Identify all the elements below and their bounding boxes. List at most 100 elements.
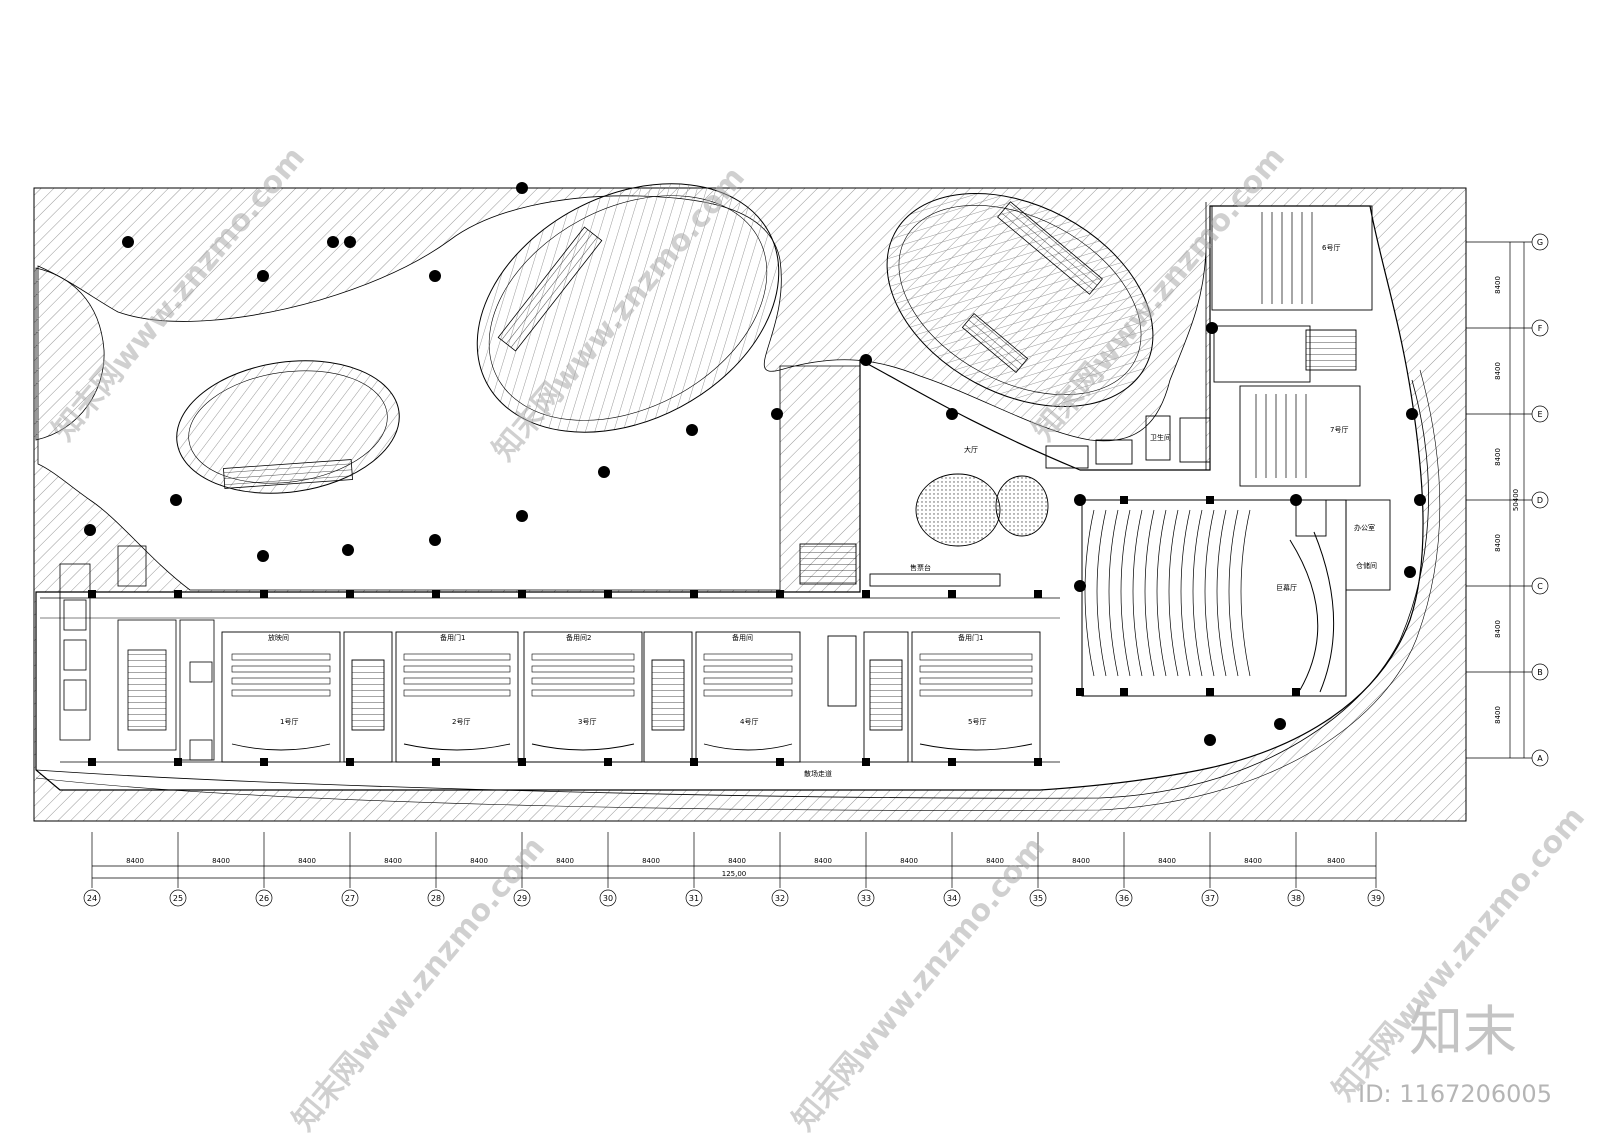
column-dot xyxy=(516,510,528,522)
grid-bubble xyxy=(771,889,789,907)
seat-row xyxy=(919,677,1033,685)
counter-label: 售票台 xyxy=(910,563,931,572)
seat-row xyxy=(231,653,331,661)
grid-label: 34 xyxy=(947,894,957,903)
column-dot xyxy=(1074,580,1086,592)
seat-row xyxy=(919,689,1033,697)
grid-label: 29 xyxy=(517,894,527,903)
square-column xyxy=(174,590,182,598)
grid-bubble xyxy=(1531,577,1549,595)
seat-row-curve xyxy=(1120,509,1131,677)
perimeter-band-outer xyxy=(35,369,1441,811)
grid-label: F xyxy=(1538,324,1543,333)
square-column xyxy=(432,590,440,598)
grid-bubble xyxy=(1201,889,1219,907)
room-label-4: 备用间 xyxy=(732,633,753,642)
square-column xyxy=(948,590,956,598)
square-column xyxy=(1076,688,1084,696)
column-dot xyxy=(257,550,269,562)
big-hall xyxy=(1081,499,1347,697)
grid-span-label: 8400 xyxy=(1494,620,1502,638)
grid-span-label: 8400 xyxy=(1494,706,1502,724)
seat-row xyxy=(531,665,635,673)
square-column xyxy=(1120,688,1128,696)
grid-bubble xyxy=(857,889,875,907)
grid-bubble xyxy=(1029,889,1047,907)
grid-span-label: 8400 xyxy=(470,857,488,865)
seat-row xyxy=(231,665,331,673)
column-dot xyxy=(1274,718,1286,730)
grid-bubble xyxy=(1531,491,1549,509)
seat-row xyxy=(531,653,635,661)
square-column xyxy=(862,758,870,766)
seat-row xyxy=(403,665,511,673)
upper-right-halls xyxy=(1211,205,1391,591)
structural-column-dots xyxy=(84,182,1426,746)
square-column xyxy=(1034,590,1042,598)
square-column xyxy=(1120,496,1128,504)
office-label: 办公室 xyxy=(1354,523,1375,532)
grid-span-label: 8400 xyxy=(728,857,746,865)
seat-row xyxy=(231,689,331,697)
seat-row xyxy=(231,677,331,685)
seat-row-curve xyxy=(1192,509,1203,677)
lobby-features xyxy=(799,415,1211,587)
upper-hall-seat-rows xyxy=(1255,212,1313,478)
grid-label: 30 xyxy=(603,894,613,903)
grid-label: 24 xyxy=(87,894,97,903)
grid-span-label: 8400 xyxy=(1494,534,1502,552)
restroom-label: 卫生间 xyxy=(1150,433,1171,442)
column-dot xyxy=(1206,322,1218,334)
seat-row xyxy=(703,689,793,697)
square-column xyxy=(1206,496,1214,504)
seat-row-curve xyxy=(1084,509,1095,677)
hall-label-4: 4号厅 xyxy=(740,718,758,726)
hall-label-3: 3号厅 xyxy=(578,718,596,726)
grid-label: C xyxy=(1537,582,1543,591)
escalators xyxy=(223,201,1207,735)
seat-row-curve xyxy=(1144,509,1155,677)
lobby-label: 大厅 xyxy=(964,445,978,454)
brand-logo-text: 知末 xyxy=(1409,1000,1517,1060)
column-dot xyxy=(686,424,698,436)
seat-row-curve xyxy=(1216,509,1227,677)
void-ellipse-3-inner xyxy=(898,205,1142,395)
grid-span-label: 8400 xyxy=(986,857,1004,865)
grid-label: 36 xyxy=(1119,894,1129,903)
column-dot xyxy=(429,534,441,546)
square-column xyxy=(1292,688,1300,696)
grid-span-label: 8400 xyxy=(1327,857,1345,865)
grid-span-label: 8400 xyxy=(1494,362,1502,380)
column-dot xyxy=(1204,734,1216,746)
grid-label: 25 xyxy=(173,894,183,903)
square-column xyxy=(518,758,526,766)
grid-bubble xyxy=(1115,889,1133,907)
seat-row xyxy=(531,689,635,697)
column-dot xyxy=(860,354,872,366)
room-label-5: 备用门1 xyxy=(958,633,983,642)
grid-span-label: 8400 xyxy=(1494,448,1502,466)
void-ellipse-2-inner xyxy=(488,195,768,421)
grid-span-label: 8400 xyxy=(556,857,574,865)
seat-row xyxy=(403,677,511,685)
big-hall-label: 巨幕厅 xyxy=(1276,583,1297,592)
column-dot xyxy=(771,408,783,420)
perimeter-band xyxy=(35,379,1429,799)
grid-span-label: 8400 xyxy=(1244,857,1262,865)
grid-label: G xyxy=(1537,238,1543,247)
grid-total-label: 125,00 xyxy=(722,870,747,878)
grid-label: 33 xyxy=(861,894,871,903)
seat-row-curve xyxy=(1096,509,1107,677)
void-left xyxy=(35,267,105,441)
grid-bubble xyxy=(1531,663,1549,681)
hall-label-5: 5号厅 xyxy=(968,718,986,726)
square-column xyxy=(776,590,784,598)
grid-label: 35 xyxy=(1033,894,1043,903)
grid-bubble xyxy=(943,889,961,907)
cinema-halls-row xyxy=(221,631,1041,763)
grid-bubble xyxy=(1531,749,1549,767)
square-column xyxy=(776,758,784,766)
square-column xyxy=(1034,758,1042,766)
